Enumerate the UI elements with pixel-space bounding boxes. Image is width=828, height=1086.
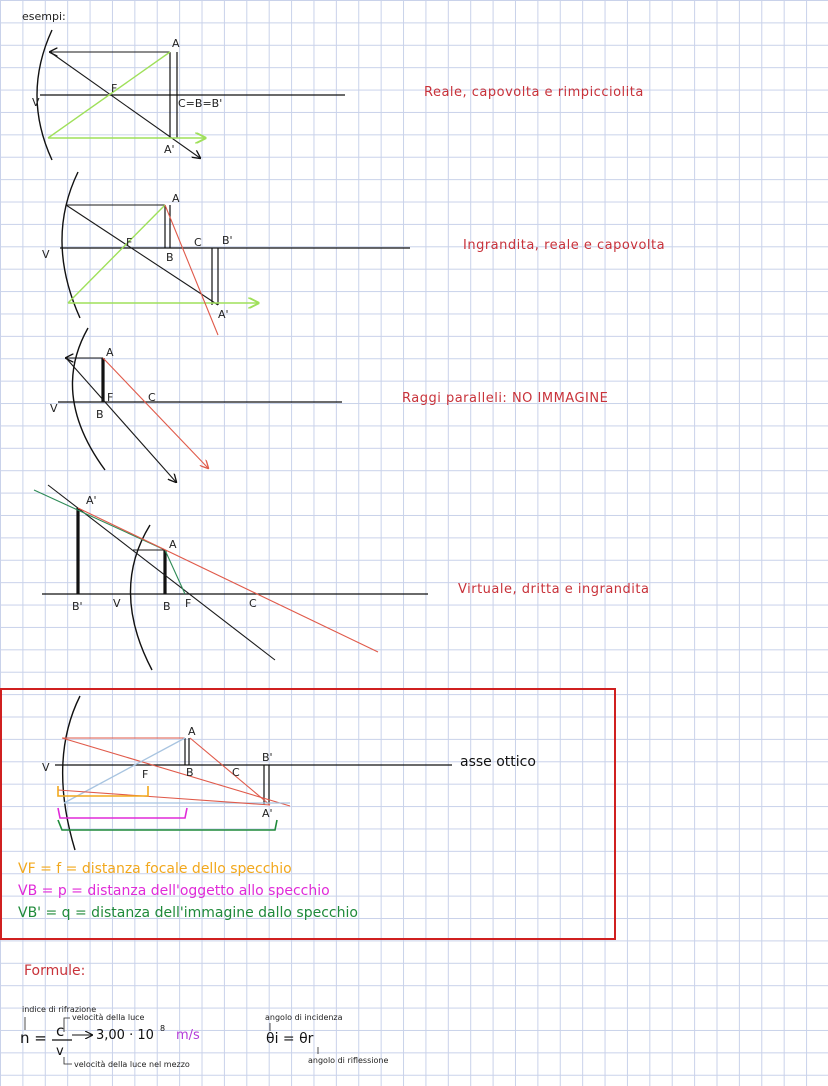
definition-f: VF = f = distanza focale dello specchio	[18, 861, 292, 877]
fraction-numerator: c	[56, 1022, 64, 1040]
label-B: B	[166, 251, 174, 264]
summary-box	[0, 688, 616, 940]
example-2-diagram: A F V B C B' A'	[42, 171, 410, 336]
v-note: velocità della luce nel mezzo	[74, 1060, 190, 1069]
caption-1: Reale, capovolta e rimpicciolita	[424, 85, 644, 100]
caption-3: Raggi paralleli: NO IMMAGINE	[402, 391, 608, 406]
mirror-4	[129, 524, 153, 671]
definition-p: VB = p = distanza dell'oggetto allo spec…	[18, 883, 330, 899]
label-B-image: B'	[262, 751, 273, 764]
label-B-image: B'	[222, 234, 233, 247]
reflection-law: θi = θr	[266, 1031, 314, 1047]
summary-diagram: V F A B C B' A'	[42, 695, 452, 851]
label-F: F	[142, 768, 148, 781]
c-value: 3,00 · 10	[96, 1028, 154, 1043]
example-3-diagram: A F V B C	[50, 327, 342, 482]
ray-3-red	[102, 357, 208, 468]
c-exponent: 8	[160, 1024, 165, 1033]
brace-p	[57, 807, 188, 819]
ray-4-black	[47, 484, 276, 661]
ray-summary-blue-focal	[63, 737, 186, 804]
label-A: A	[169, 538, 177, 551]
example-4-diagram: A' A B' V B F C	[33, 484, 428, 671]
label-A: A	[188, 725, 196, 738]
brace-q	[57, 819, 278, 831]
example-1-diagram: A F V C=B=B' A'	[32, 29, 345, 161]
ray-2-red	[164, 204, 219, 336]
c-note-arrow	[63, 1017, 70, 1032]
heading: esempi:	[22, 10, 66, 23]
ray-summary-red-center	[189, 737, 271, 806]
label-V: V	[42, 248, 50, 261]
label-A-image: A'	[262, 807, 273, 820]
label-V: V	[50, 402, 58, 415]
c-units: m/s	[176, 1028, 200, 1043]
ray-2-diagonal	[65, 204, 219, 306]
brace-f	[57, 786, 149, 797]
ray-4-green-b	[164, 549, 186, 595]
caption-4: Virtuale, dritta e ingrandita	[458, 582, 649, 597]
label-F: F	[111, 82, 117, 95]
label-A: A	[172, 37, 180, 50]
label-F: F	[107, 391, 113, 404]
axis-label: asse ottico	[460, 754, 536, 770]
label-C: C	[194, 236, 202, 249]
ray-2-green-focal	[67, 204, 166, 304]
label-V: V	[113, 597, 121, 610]
label-A-image: A'	[218, 308, 229, 321]
label-A: A	[172, 192, 180, 205]
label-B: B	[96, 408, 104, 421]
definition-q: VB' = q = distanza dell'immagine dallo s…	[18, 905, 358, 921]
incidence-note: angolo di incidenza	[265, 1013, 343, 1022]
label-A: A	[106, 346, 114, 359]
n-symbol: n =	[20, 1029, 47, 1047]
ray-4-red	[77, 507, 379, 653]
label-V: V	[32, 96, 40, 109]
v-note-arrow	[63, 1057, 72, 1065]
mirror-summary	[61, 695, 81, 851]
label-B: B	[186, 766, 194, 779]
fraction-denominator: v	[56, 1044, 64, 1059]
reflection-note: angolo di riflessione	[308, 1056, 388, 1065]
index-note: indice di rifrazione	[22, 1005, 96, 1014]
label-C: C	[249, 597, 257, 610]
ray-1-diagonal	[49, 51, 200, 158]
label-B: B	[163, 600, 171, 613]
label-V: V	[42, 761, 50, 774]
ray-3-diagonal	[65, 357, 176, 482]
ray-1-green-focal	[47, 51, 171, 139]
c-note: velocità della luce	[72, 1013, 145, 1022]
mirror-1	[36, 29, 53, 161]
ray-4-green	[33, 489, 166, 551]
mirror-3	[71, 327, 106, 471]
label-A-image: A'	[164, 143, 175, 156]
label-C: C	[148, 391, 156, 404]
label-A-image: A'	[86, 494, 97, 507]
label-CBB: C=B=B'	[178, 97, 222, 110]
mirror-2	[61, 171, 81, 319]
label-C: C	[232, 766, 240, 779]
label-B-image: B'	[72, 600, 83, 613]
ray-summary-red-low	[57, 789, 271, 806]
caption-2: Ingrandita, reale e capovolta	[463, 238, 665, 253]
formulas-title: Formule:	[24, 963, 85, 979]
label-F: F	[126, 236, 132, 249]
ray-summary-red-diagonal	[61, 737, 291, 807]
label-F: F	[185, 597, 191, 610]
